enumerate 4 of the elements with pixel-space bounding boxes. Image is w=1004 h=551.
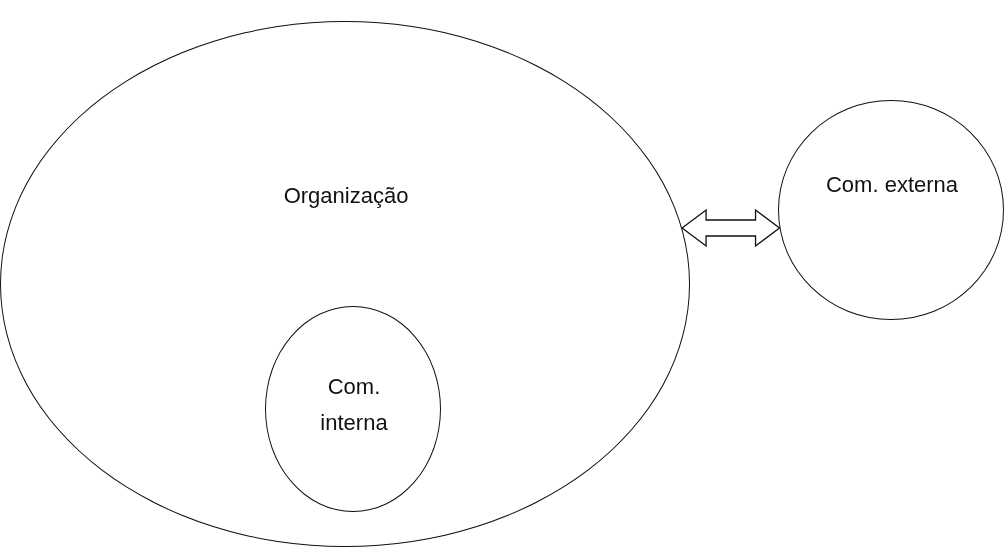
node-label: Com. interna <box>319 373 389 437</box>
double-block-arrow <box>681 208 781 248</box>
node-label: Organização <box>282 182 410 210</box>
node-label: Com. externa <box>824 171 960 199</box>
